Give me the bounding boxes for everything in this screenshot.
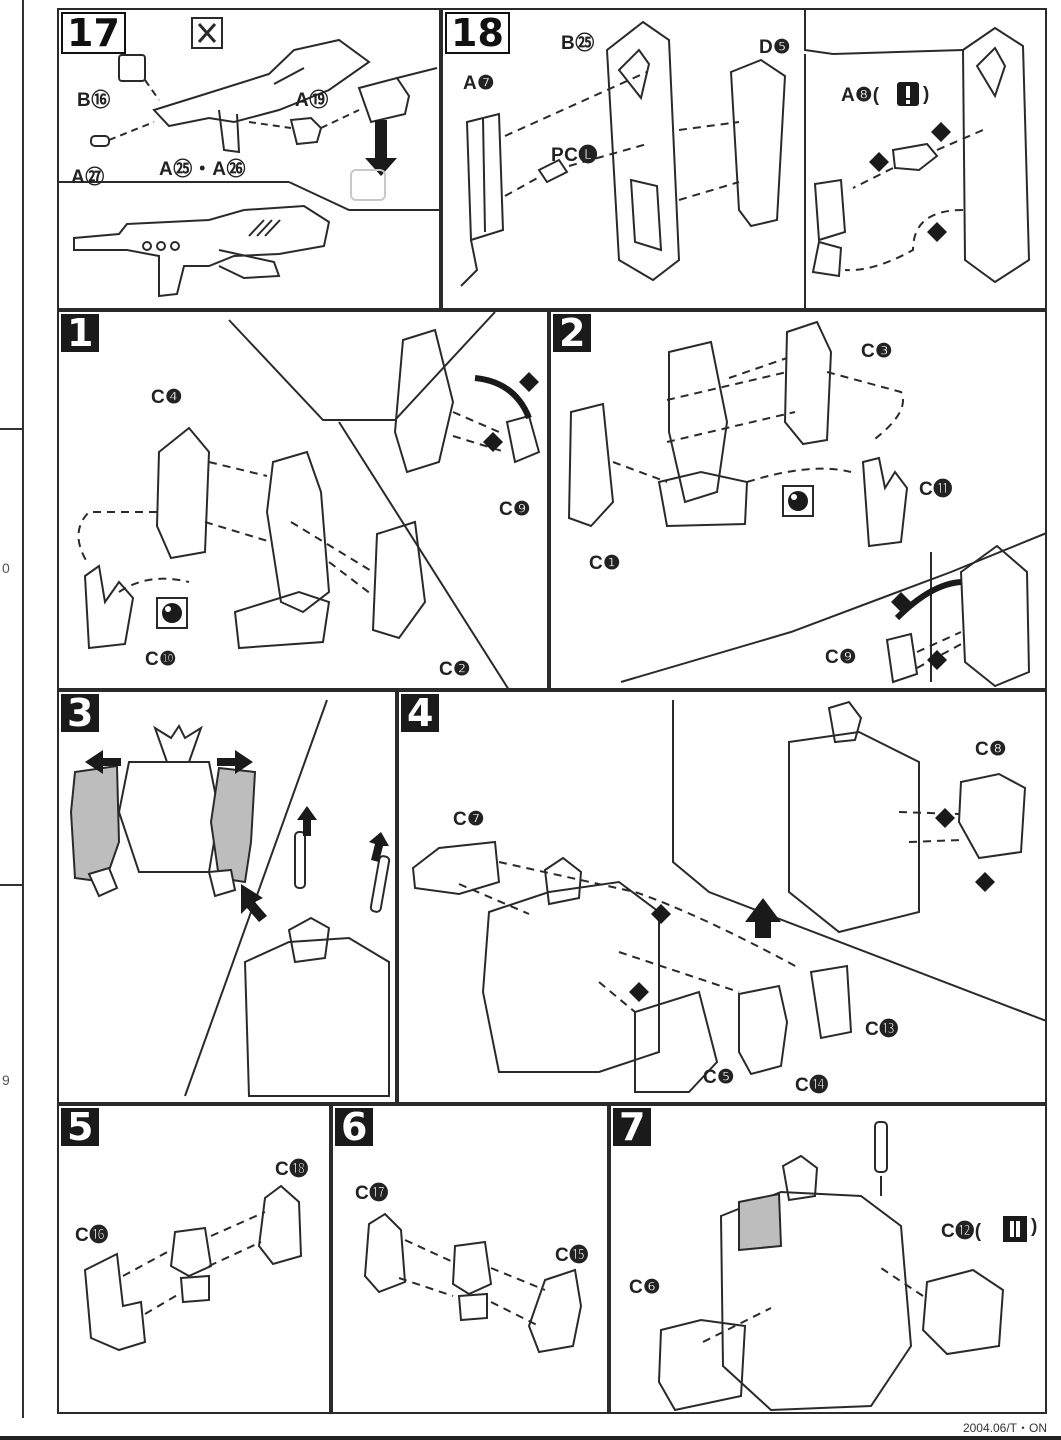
- step-1-panel: 1: [57, 310, 549, 690]
- adjacent-page-edge: 0 9: [0, 0, 30, 1440]
- part-label: C❿: [145, 649, 177, 670]
- body-armor-diagram: [411, 700, 1045, 1093]
- part-label: C❾: [825, 647, 857, 668]
- step-number: 7: [613, 1108, 652, 1146]
- part-label: A㉗: [71, 167, 105, 188]
- step-4-panel: 4: [397, 690, 1047, 1104]
- step-2-panel: 2: [549, 310, 1047, 690]
- step-7-panel: 7 C⓬( ) C❻: [609, 1104, 1047, 1414]
- part-label: B⑯: [77, 90, 111, 111]
- polycap-ring-icon: [156, 597, 188, 629]
- part-label: C❷: [439, 659, 471, 680]
- step-number: 18: [445, 12, 510, 54]
- warning-icon: [897, 82, 919, 106]
- part-label: C❾: [499, 499, 531, 520]
- edge-mark: 0: [2, 560, 10, 576]
- step-5-panel: 5 C⓰ C⓲: [57, 1104, 331, 1414]
- part-label: C❹: [151, 387, 183, 408]
- seal-icon: [1003, 1216, 1027, 1242]
- skirt-diagram: [83, 1184, 303, 1352]
- part-label: C❼: [453, 809, 485, 830]
- shield-diagram: [460, 10, 1031, 308]
- part-label: C⓱: [355, 1183, 389, 1204]
- part-label: A❼: [463, 73, 495, 94]
- part-label: PC🅛: [551, 145, 598, 166]
- part-label: C❺: [703, 1067, 735, 1088]
- step-17-panel: 17: [57, 8, 441, 310]
- part-label: C❶: [589, 553, 621, 574]
- edge-rule: [22, 0, 24, 1418]
- step-6-panel: 6 C⓱ C⓯: [331, 1104, 609, 1414]
- part-label: C⓮: [795, 1075, 829, 1096]
- part-label: D❺: [759, 37, 791, 58]
- part-label: C⓬(: [941, 1221, 982, 1242]
- step-number: 2: [553, 314, 592, 352]
- part-label: C⓫: [919, 479, 953, 500]
- part-label: C⓲: [275, 1159, 309, 1180]
- step-number: 3: [61, 694, 100, 732]
- leg-diagram: [567, 320, 1045, 688]
- part-label: C⓭: [865, 1019, 899, 1040]
- polycap-ring-icon: [782, 485, 814, 517]
- part-label: A㉕・A㉖: [159, 159, 246, 180]
- part-label: C⓰: [75, 1225, 109, 1246]
- part-label: C❸: [861, 341, 893, 362]
- part-label: A⑲: [295, 90, 329, 111]
- part-label: A❽(: [841, 85, 880, 106]
- step-number: 17: [61, 12, 126, 54]
- bottom-bar: [0, 1436, 1061, 1440]
- rifle-diagram: [59, 17, 439, 298]
- date-code: 2004.06/T・ON: [962, 1421, 1047, 1435]
- step-18-panel: 18: [441, 8, 1047, 310]
- step-number: 1: [61, 314, 100, 352]
- part-label: ): [1031, 1216, 1038, 1237]
- part-label: C⓯: [555, 1245, 589, 1266]
- nipper-icon: [191, 17, 223, 49]
- edge-mark: 9: [2, 1072, 10, 1088]
- final-body-diagram: [657, 1121, 1027, 1412]
- part-label: B㉕: [561, 33, 595, 54]
- step-number: 5: [61, 1108, 100, 1146]
- part-label: C❽: [975, 739, 1007, 760]
- step-3-panel: 3: [57, 690, 397, 1104]
- torso-diagram: [69, 699, 391, 1097]
- step-number: 4: [401, 694, 440, 732]
- edge-divider: [0, 428, 24, 430]
- part-label: ): [923, 84, 930, 105]
- part-label: C❻: [629, 1277, 661, 1298]
- skirt-diagram: [363, 1212, 583, 1354]
- leg-diagram: [77, 312, 541, 688]
- step-number: 6: [335, 1108, 374, 1146]
- edge-divider: [0, 884, 24, 886]
